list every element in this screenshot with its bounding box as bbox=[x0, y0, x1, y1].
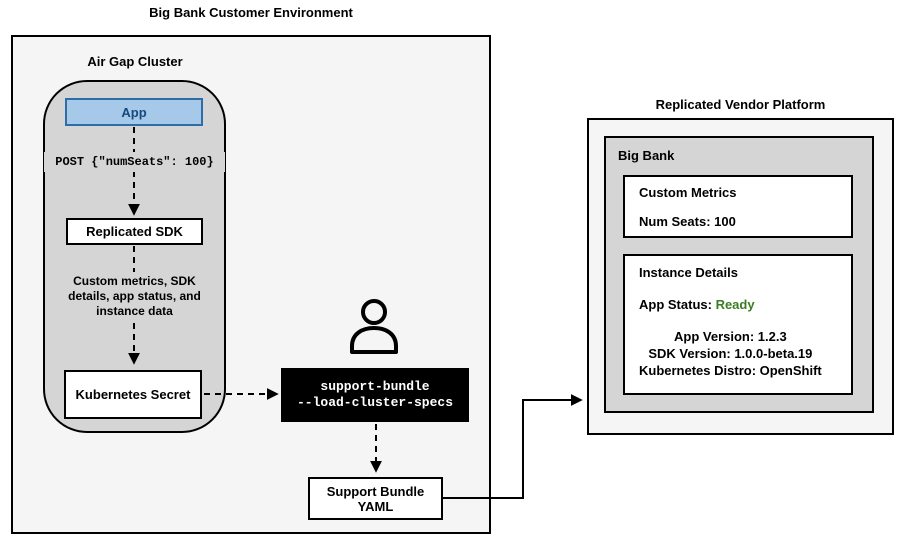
instance-details-card: Instance Details App Status: Ready App V… bbox=[623, 254, 853, 395]
replicated-sdk-node: Replicated SDK bbox=[66, 218, 203, 245]
app-status-value: Ready bbox=[715, 297, 755, 312]
kubernetes-secret-node: Kubernetes Secret bbox=[64, 370, 202, 419]
flow-data-line: details, app status, and bbox=[68, 289, 201, 303]
sdk-version: SDK Version: 1.0.0-beta.19 bbox=[648, 346, 813, 361]
environment-title: Big Bank Customer Environment bbox=[149, 5, 353, 20]
support-bundle-line: Support Bundle bbox=[326, 483, 425, 499]
flow-data-label: Custom metrics, SDK details, app status,… bbox=[50, 272, 219, 321]
flow-data-line: Custom metrics, SDK bbox=[73, 274, 196, 288]
app-version: App Version: 1.2.3 bbox=[674, 329, 787, 344]
command-line: support-bundle bbox=[320, 379, 430, 394]
instance-details-title: Instance Details bbox=[639, 265, 738, 280]
support-bundle-command-node: support-bundle --load-cluster-specs bbox=[281, 368, 469, 422]
kubernetes-distro: Kubernetes Distro: OpenShift bbox=[639, 363, 822, 378]
command-line: --load-cluster-specs bbox=[296, 395, 454, 410]
vendor-platform-title: Replicated Vendor Platform bbox=[655, 97, 826, 112]
app-node: App bbox=[65, 98, 203, 126]
support-bundle-line: YAML bbox=[357, 498, 394, 514]
post-request-label: POST {"numSeats": 100} bbox=[44, 152, 225, 172]
custom-metrics-title: Custom Metrics bbox=[639, 185, 737, 200]
support-bundle-yaml-node: Support Bundle YAML bbox=[308, 477, 443, 520]
flow-data-line: instance data bbox=[96, 304, 173, 318]
custom-metrics-card: Custom Metrics Num Seats: 100 bbox=[623, 175, 853, 238]
air-gap-cluster-label: Air Gap Cluster bbox=[87, 54, 183, 69]
app-status-line: App Status: Ready bbox=[639, 297, 755, 312]
num-seats-value: Num Seats: 100 bbox=[639, 214, 736, 229]
app-status-label: App Status: bbox=[639, 297, 716, 312]
big-bank-label: Big Bank bbox=[618, 148, 675, 163]
version-block: App Version: 1.2.3 SDK Version: 1.0.0-be… bbox=[639, 328, 822, 379]
